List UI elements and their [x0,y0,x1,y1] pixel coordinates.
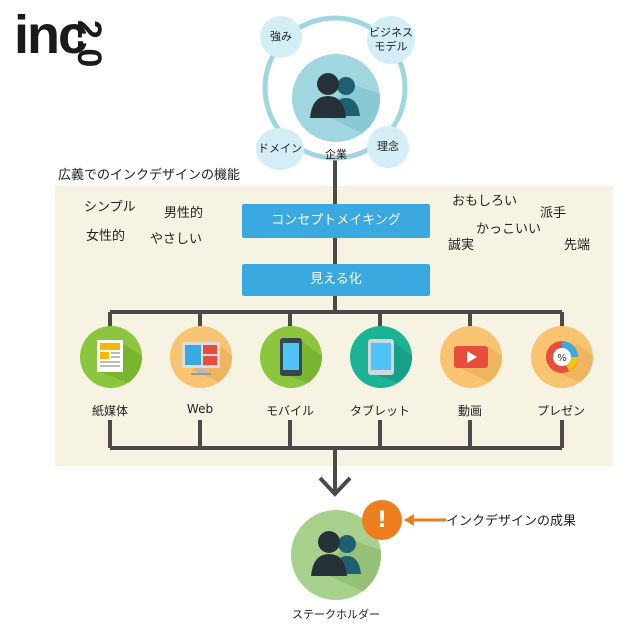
word-gentle: やさしい [150,232,203,247]
word-interesting: おもしろい [452,194,518,209]
svg-text:%: % [557,353,567,364]
satellite-philosophy-label: 理念 [377,140,399,154]
media-label-web: Web [186,402,214,416]
monitor-icon [170,326,232,388]
visualize-box: 見える化 [242,264,430,296]
section-title: 広義でのインクデザインの機能 [58,168,241,183]
logo: inc [14,5,88,65]
media-label-tablet: タブレット [349,404,410,418]
tablet-icon [350,326,412,388]
satellite-philosophy: 理念 [367,126,409,168]
word-flashy: 派手 [540,206,567,221]
concept-making-box: コンセプトメイキング [242,204,430,238]
word-simple: シンプル [84,200,136,215]
satellite-domain-label: ドメイン [258,142,302,156]
satellite-business-model: ビジネス モデル [367,16,415,64]
media-label-paper: 紙媒体 [91,404,128,418]
video-play-icon [440,326,502,388]
media-label-mobile: モバイル [265,404,314,418]
media-label-presentation: プレゼン [536,404,585,418]
company-label: 企業 [325,148,347,161]
smartphone-icon [260,326,322,388]
word-sincere: 誠実 [448,238,475,253]
satellite-business-model-label: ビジネス モデル [369,26,413,53]
word-cutting-edge: 先端 [564,238,591,253]
word-cool: かっこいい [476,222,542,237]
stakeholder-people-icon [291,510,381,600]
result-label: インクデザインの成果 [446,514,577,529]
exclamation-badge-icon: ! [362,500,402,540]
word-masculine: 男性的 [164,206,204,221]
result-arrow [404,514,446,526]
pie-chart-icon: % [531,326,593,388]
newspaper-icon [80,326,142,388]
media-label-video: 動画 [457,404,482,418]
satellite-strength: 強み [260,16,302,58]
satellite-strength-label: 強み [270,30,292,44]
stakeholder-label: ステークホルダー [292,608,380,621]
word-feminine: 女性的 [86,229,126,244]
company-people-icon [292,54,380,142]
satellite-domain: ドメイン [256,128,304,170]
exclamation-mark: ! [376,507,388,533]
